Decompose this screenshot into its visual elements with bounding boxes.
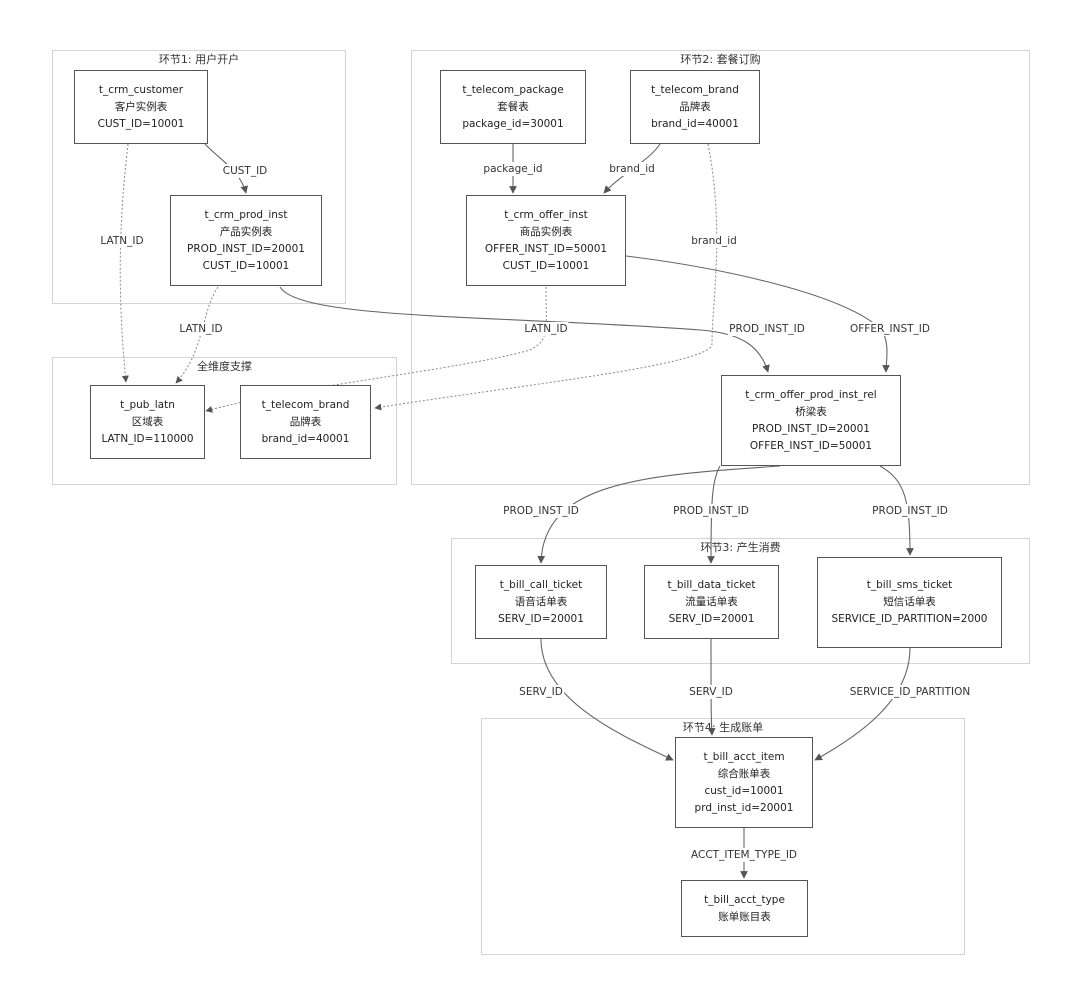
node-subtitle: 流量话单表 <box>685 595 738 608</box>
cluster-step1-title: 环节1: 用户开户 <box>158 53 240 66</box>
node-key: CUST_ID=10001 <box>97 117 185 130</box>
node-key: CUST_ID=10001 <box>502 259 590 272</box>
node-subtitle: 客户实例表 <box>114 100 168 113</box>
node-t-telecom-brand-dim[interactable]: t_telecom_brand 品牌表 brand_id=40001 <box>240 385 371 459</box>
edge-label-acct_item-to-acct_type: ACCT_ITEM_TYPE_ID <box>689 848 799 862</box>
node-subtitle: 短信话单表 <box>883 596 936 608</box>
node-subtitle: 语音话单表 <box>514 595 568 608</box>
node-key: SERV_ID=20001 <box>498 612 584 625</box>
edge-label-data-to-acct_item: SERV_ID <box>688 685 734 699</box>
edge-label-rel-to-sms: PROD_INST_ID <box>871 504 949 518</box>
node-key: PROD_INST_ID=20001 <box>187 242 305 255</box>
node-title: t_telecom_package <box>462 83 564 96</box>
node-subtitle: 桥梁表 <box>795 405 827 418</box>
node-t-telecom-brand-top[interactable]: t_telecom_brand 品牌表 brand_id=40001 <box>630 70 760 144</box>
node-subtitle: 产品实例表 <box>219 225 273 238</box>
edge-label-customer-to-prod_inst: CUST_ID <box>221 164 269 178</box>
edge-label-prod_inst-to-pub_latn: LATN_ID <box>178 322 224 336</box>
node-title: t_crm_offer_prod_inst_rel <box>745 388 877 401</box>
edge-label-prod_inst-to-rel: PROD_INST_ID <box>728 322 806 336</box>
node-title: t_bill_data_ticket <box>667 578 756 591</box>
node-t-telecom-package[interactable]: t_telecom_package 套餐表 package_id=30001 <box>440 70 586 144</box>
node-subtitle: 区域表 <box>131 415 164 428</box>
node-t-bill-call-ticket[interactable]: t_bill_call_ticket 语音话单表 SERV_ID=20001 <box>475 565 607 639</box>
cluster-step2-title: 环节2: 套餐订购 <box>680 53 761 66</box>
node-t-bill-data-ticket[interactable]: t_bill_data_ticket 流量话单表 SERV_ID=20001 <box>644 565 779 639</box>
edge-label-rel-to-call: PROD_INST_ID <box>502 504 580 518</box>
node-subtitle: 账单账目表 <box>718 910 771 923</box>
node-t-crm-customer[interactable]: t_crm_customer 客户实例表 CUST_ID=10001 <box>74 70 208 144</box>
node-t-bill-acct-item[interactable]: t_bill_acct_item 综合账单表 cust_id=10001 prd… <box>675 737 813 828</box>
node-key: LATN_ID=110000 <box>101 432 194 445</box>
node-subtitle: 品牌表 <box>289 415 322 428</box>
node-key: OFFER_INST_ID=50001 <box>749 439 873 452</box>
node-key: OFFER_INST_ID=50001 <box>484 242 608 255</box>
node-subtitle: 品牌表 <box>679 100 711 113</box>
edge-label-rel-to-data: PROD_INST_ID <box>672 504 750 518</box>
node-key: cust_id=10001 <box>704 784 784 797</box>
node-t-bill-acct-type[interactable]: t_bill_acct_type 账单账目表 <box>681 880 808 937</box>
node-subtitle: 套餐表 <box>497 100 529 113</box>
cluster-step4-title: 环节4: 生成账单 <box>682 721 764 734</box>
node-t-crm-prod-inst[interactable]: t_crm_prod_inst 产品实例表 PROD_INST_ID=20001… <box>170 195 322 286</box>
node-t-crm-offer-inst[interactable]: t_crm_offer_inst 商品实例表 OFFER_INST_ID=500… <box>466 195 626 286</box>
node-key: CUST_ID=10001 <box>202 259 290 272</box>
node-title: t_bill_call_ticket <box>499 578 583 591</box>
edge-label-package-to-offer_inst: package_id <box>482 162 544 176</box>
node-key: PROD_INST_ID=20001 <box>752 422 870 435</box>
node-key: package_id=30001 <box>462 117 564 130</box>
node-subtitle: 综合账单表 <box>717 767 771 780</box>
node-title: t_bill_sms_ticket <box>866 579 953 591</box>
edge-label-brand_top-to-brand_dim: brand_id <box>690 234 738 248</box>
node-key: SERV_ID=20001 <box>668 612 755 625</box>
cluster-step3-title: 环节3: 产生消费 <box>700 541 781 554</box>
node-title: t_telecom_brand <box>651 83 739 96</box>
node-key: brand_id=40001 <box>651 117 739 130</box>
node-title: t_crm_customer <box>98 83 184 96</box>
edge-label-sms-to-acct_item: SERVICE_ID_PARTITION <box>848 685 972 699</box>
node-title: t_bill_acct_type <box>704 893 785 906</box>
node-t-crm-offer-prod-inst-rel[interactable]: t_crm_offer_prod_inst_rel 桥梁表 PROD_INST_… <box>721 375 901 466</box>
node-subtitle: 商品实例表 <box>519 225 573 238</box>
node-title: t_crm_offer_inst <box>504 208 588 221</box>
node-title: t_bill_acct_item <box>703 750 785 763</box>
node-key: brand_id=40001 <box>261 432 350 445</box>
node-t-bill-sms-ticket[interactable]: t_bill_sms_ticket 短信话单表 SERVICE_ID_PARTI… <box>817 557 1002 648</box>
edge-label-customer-to-pub_latn: LATN_ID <box>99 234 145 248</box>
node-key: SERVICE_ID_PARTITION=2000 <box>831 613 988 625</box>
node-key: prd_inst_id=20001 <box>694 801 794 814</box>
node-title: t_pub_latn <box>120 398 175 411</box>
edge-label-offer_inst-to-rel: OFFER_INST_ID <box>849 322 931 336</box>
cluster-dimension-title: 全维度支撑 <box>197 360 252 373</box>
node-title: t_telecom_brand <box>261 398 350 411</box>
node-t-pub-latn[interactable]: t_pub_latn 区域表 LATN_ID=110000 <box>90 385 205 459</box>
edge-label-brand_top-to-offer_inst: brand_id <box>608 162 656 176</box>
edge-label-offer_inst-to-pub_latn: LATN_ID <box>523 322 569 336</box>
node-title: t_crm_prod_inst <box>204 208 288 221</box>
edge-label-call-to-acct_item: SERV_ID <box>518 685 564 699</box>
